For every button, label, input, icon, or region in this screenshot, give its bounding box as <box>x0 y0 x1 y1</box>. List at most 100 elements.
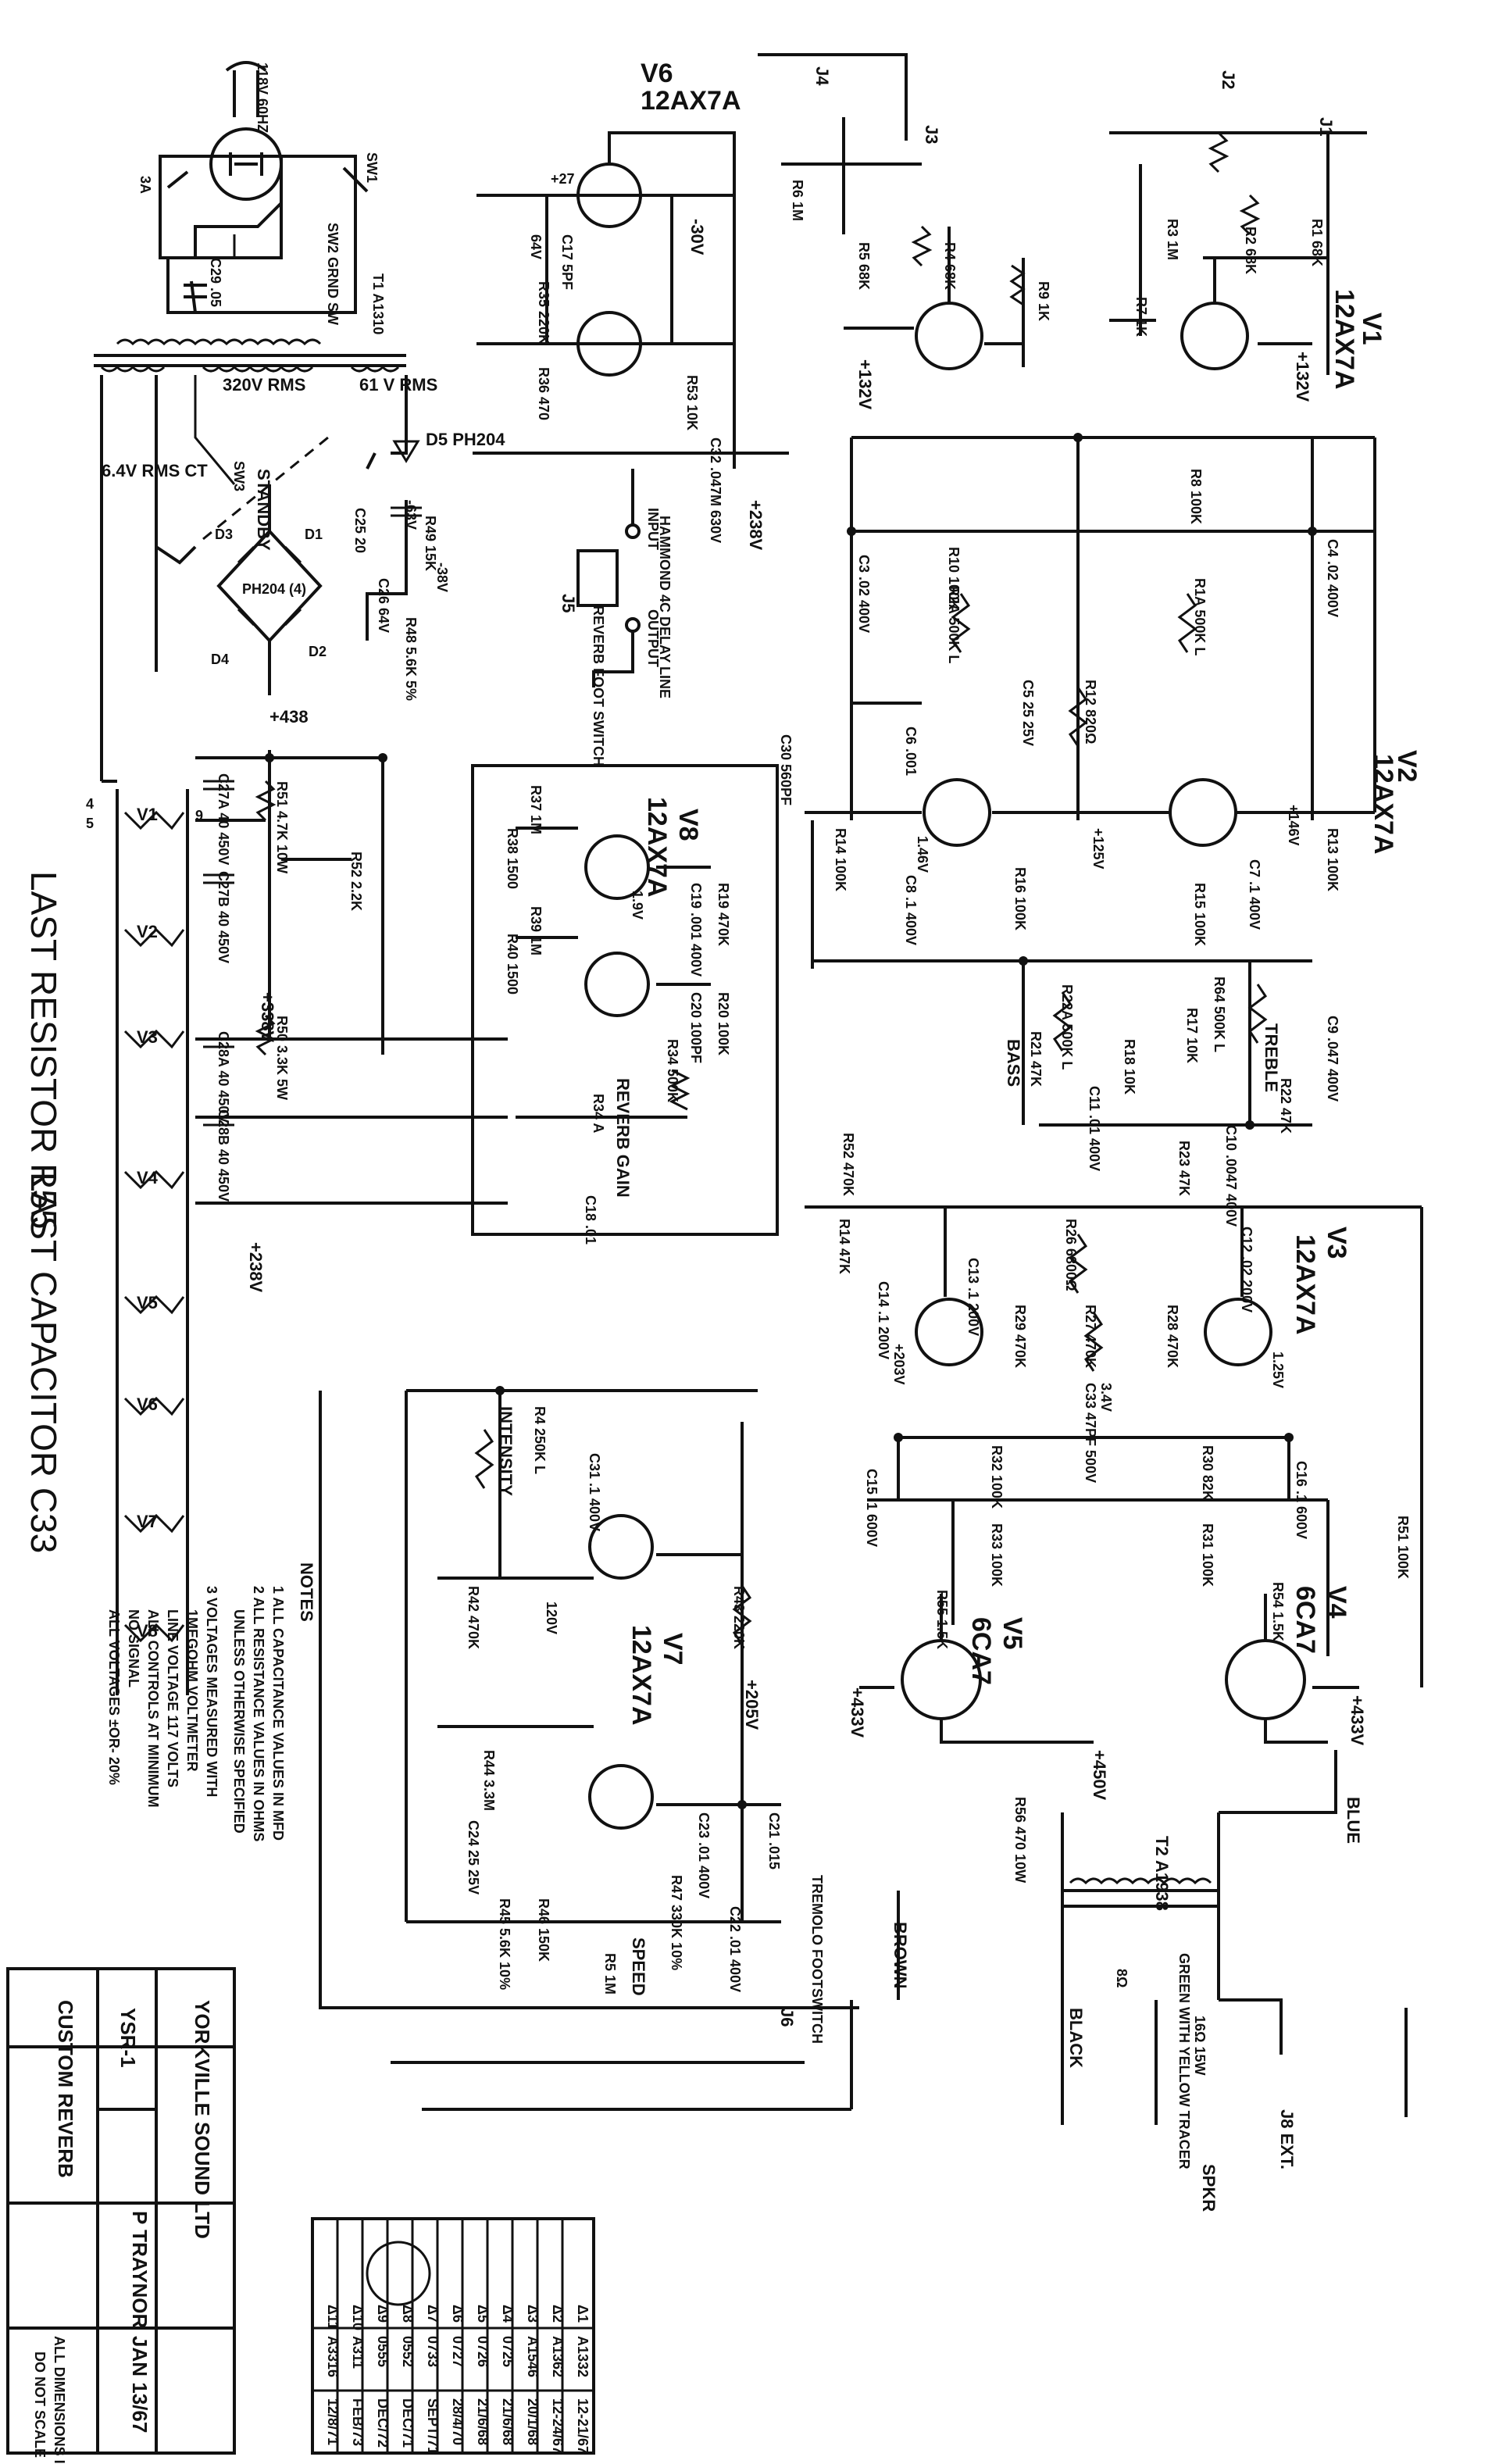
notes-line-6: LINE VOLTAGE 117 VOLTS <box>165 1609 180 1787</box>
junction-dots <box>265 433 1317 1809</box>
r52-label: R52 2.2K <box>348 852 364 911</box>
r22a-label: R22A 500K L <box>1059 984 1075 1070</box>
v4-type: 6CA7 <box>1290 1586 1320 1654</box>
rev-date-5: 21/6/68 <box>475 2398 491 2445</box>
r55-label: R55 1.5K <box>934 1590 950 1649</box>
heater-pin-9: 9 <box>195 808 203 823</box>
c29-label: C29 .05 <box>208 258 223 307</box>
v4-name: V4 <box>1322 1586 1351 1619</box>
title-name: CUSTOM REVERB <box>54 2000 77 2178</box>
title-drawn-by: P TRAYNOR <box>128 2211 152 2328</box>
r22-label: R22 47K <box>1278 1078 1294 1134</box>
rev-no-6: 0727 <box>450 2336 466 2367</box>
r39-label: R39 1M <box>528 906 544 955</box>
r7-label: R7 1K <box>1133 297 1149 337</box>
load-16-label: 16Ω 15W <box>1192 2016 1208 2075</box>
rev-date-1: 12-21/67 <box>575 2398 591 2454</box>
bplus3-label: +238V <box>246 1242 266 1293</box>
green-wire-label: GREEN WITH YELLOW TRACER <box>1176 1953 1192 2169</box>
tube-v1b <box>758 53 1026 370</box>
reverb-footswitch-label: REVERB FOOT SWITCH <box>591 605 606 766</box>
r8-label: R8 100K <box>1188 469 1204 524</box>
sw1-label: SW1 <box>364 152 380 183</box>
j1-label: J1 <box>1316 117 1336 136</box>
r64-label: R64 500K L <box>1212 977 1227 1052</box>
t1-label: T1 A1310 <box>370 273 386 334</box>
r5b-label: R5 1M <box>602 1953 618 1994</box>
notes-line-8: NO SIGNAL <box>126 1609 141 1687</box>
rev-desc-3: Δ3 <box>525 2305 541 2323</box>
rev-desc-10: Δ10 <box>350 2305 366 2330</box>
r51-label: R51 4.7K 10W <box>274 781 290 873</box>
r54-label: R54 1.5K <box>1270 1582 1286 1641</box>
tube-v6 <box>476 131 736 469</box>
r33-label: R33 100K <box>989 1523 1005 1587</box>
v6-plus27: +27 <box>551 171 575 187</box>
last-resistor-note: LAST RESISTOR R55 <box>23 871 64 1229</box>
notes-line-1: 1 ALL CAPACITANCE VALUES IN MFD <box>270 1586 286 1841</box>
treble-label: TREBLE <box>1262 1023 1281 1092</box>
c4-label: C4 .02 400V <box>1325 539 1340 617</box>
c15-label: C15 .1 600V <box>864 1469 880 1547</box>
j6-label: J6 <box>777 2008 797 2027</box>
filter-chain <box>195 750 508 1205</box>
reverb-output-label: OUTPUT <box>645 609 661 667</box>
rev-desc-9: Δ9 <box>375 2305 391 2323</box>
rev-no-3: A1546 <box>525 2336 541 2377</box>
v7-type: 12AX7A <box>626 1625 656 1726</box>
lower-bus <box>319 1391 1408 2117</box>
c13-label: C13 .1 200V <box>965 1258 981 1336</box>
notes-line-9: ALL VOLTAGES ±OR- 20% <box>106 1609 122 1785</box>
r44-label: R44 3.3M <box>481 1750 497 1811</box>
heater-wire <box>100 375 197 783</box>
d5-label: D5 PH204 <box>426 430 505 449</box>
tube-v5 <box>859 1594 1094 1744</box>
rev-desc-4: Δ4 <box>500 2305 516 2323</box>
r18-label: R18 10K <box>1122 1039 1137 1095</box>
c18-label: C18 .01 <box>583 1195 598 1244</box>
tremolo-footswitch-label: TREMOLO FOOTSWITCH <box>809 1875 825 2044</box>
r6-label: R6 1M <box>790 180 805 221</box>
r10-label: R10 100K <box>946 547 962 610</box>
reverb-tank-label: HAMMOND 4C DELAY LINE <box>657 516 673 698</box>
output-transformer <box>897 1750 1337 2125</box>
reverb-gain-label: REVERB GAIN <box>613 1078 633 1198</box>
r53-label: R53 10K <box>684 375 700 430</box>
c21-label: C21 .015 <box>766 1812 782 1869</box>
notes-line-5: 1MEGOHM VOLTMETER <box>184 1609 200 1772</box>
c27a-label: C27A 40 450V <box>216 773 231 865</box>
v6-minus30: -30V <box>687 219 707 255</box>
notes-title: NOTES <box>297 1562 316 1622</box>
v5-plate: +433V <box>848 1687 867 1738</box>
rev-no-11: A3316 <box>325 2336 341 2377</box>
rev-desc-8: Δ8 <box>400 2305 416 2323</box>
v7-cathode: 120V <box>544 1602 559 1634</box>
rev-desc-6: Δ6 <box>450 2305 466 2323</box>
t2-label: T2 A1938 <box>1152 1836 1172 1911</box>
bridge-label: PH204 (4) <box>242 581 306 597</box>
r48-label: R48 5.6K 5% <box>403 617 419 701</box>
rail-238-label: +238V <box>746 500 766 551</box>
tube-v2 <box>805 436 1376 847</box>
rev-no-10: A311 <box>350 2336 366 2369</box>
c28b-label: C28B 40 450V <box>216 1109 231 1202</box>
v1-type: 12AX7A <box>1329 289 1359 390</box>
rev-date-10: FEB/73 <box>350 2398 366 2446</box>
r28-label: R28 470K <box>1165 1305 1180 1368</box>
title-block <box>6 1967 236 2455</box>
c5-label: C5 25 25V <box>1020 680 1036 746</box>
r19-label: R19 470K <box>716 883 731 946</box>
c8-label: C8 .1 400V <box>903 875 919 945</box>
heater-v3: V3 <box>137 1027 158 1047</box>
v3-type: 12AX7A <box>1290 1234 1320 1335</box>
v3-name: V3 <box>1322 1227 1351 1259</box>
rev-desc-11: Δ11 <box>325 2305 341 2330</box>
fuse-label: 3A <box>137 176 153 194</box>
last-capacitor-note: LAST CAPACITOR C33 <box>23 1172 64 1553</box>
c31-label: C31 .1 400V <box>587 1453 602 1531</box>
v3-rail-125: 1.25V <box>1270 1352 1286 1388</box>
c30-label: C30 560PF <box>778 734 794 805</box>
r14b-label: R14 47K <box>837 1219 852 1274</box>
reverb-tank <box>473 452 789 687</box>
r5-label: R5 68K <box>856 242 872 290</box>
